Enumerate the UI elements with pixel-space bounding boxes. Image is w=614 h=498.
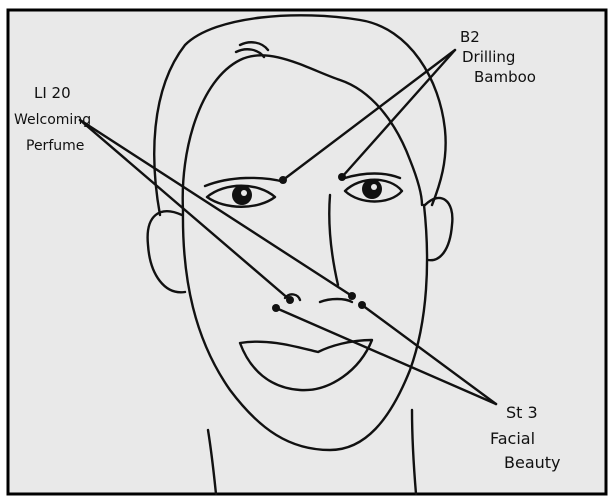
li20-code: LI 20 [34, 84, 71, 102]
b2-name-line1: Drilling [462, 48, 515, 66]
li20-name-line2: Perfume [26, 138, 84, 154]
st3-point-right [358, 301, 366, 309]
st3-name-line2: Beauty [504, 453, 561, 472]
b2-point-left [279, 176, 287, 184]
b2-name-line2: Bamboo [474, 68, 536, 86]
st3-point-left [272, 304, 280, 312]
li20-name-line1: Welcoming [14, 112, 91, 128]
right-pupil-highlight [371, 184, 377, 190]
li20-point-right [348, 292, 356, 300]
li20-point-left [286, 296, 294, 304]
b2-code: B2 [460, 28, 480, 46]
st3-name-line1: Facial [490, 429, 535, 448]
b2-point-right [338, 173, 346, 181]
left-pupil-highlight [241, 190, 247, 196]
st3-code: St 3 [506, 403, 538, 422]
